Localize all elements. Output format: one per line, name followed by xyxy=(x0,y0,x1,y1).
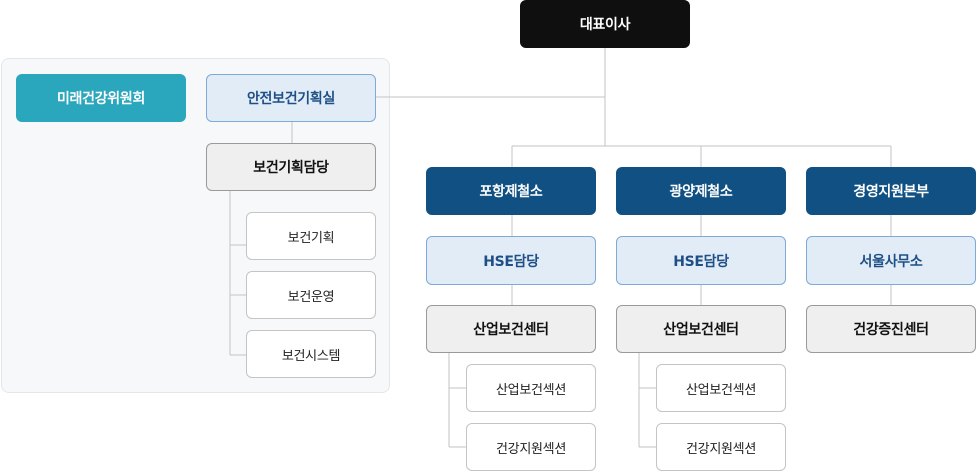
team-box: 보건기획담당 xyxy=(206,143,376,191)
center-box-health: 건강증진센터 xyxy=(806,305,976,353)
hse-box-gwangyang: HSE담당 xyxy=(616,236,786,285)
branch-box-management: 경영지원본부 xyxy=(806,167,976,215)
center-box-pohang: 산업보건센터 xyxy=(426,305,596,353)
section-box-gwangyang-2: 건강지원섹션 xyxy=(656,423,786,471)
branch-box-pohang: 포항제철소 xyxy=(426,167,596,215)
subunit-box-2: 보건운영 xyxy=(246,271,376,319)
section-box-pohang-1: 산업보건섹션 xyxy=(466,364,596,412)
section-box-gwangyang-1: 산업보건섹션 xyxy=(656,364,786,412)
hse-box-pohang: HSE담당 xyxy=(426,236,596,285)
office-box: 안전보건기획실 xyxy=(206,74,376,122)
branch-box-gwangyang: 광양제철소 xyxy=(616,167,786,215)
office-box-seoul: 서울사무소 xyxy=(806,236,976,285)
center-box-gwangyang: 산업보건센터 xyxy=(616,305,786,353)
ceo-box: 대표이사 xyxy=(520,0,690,48)
committee-box: 미래건강위원회 xyxy=(16,74,186,122)
section-box-pohang-2: 건강지원섹션 xyxy=(466,423,596,471)
subunit-box-1: 보건기획 xyxy=(246,212,376,260)
subunit-box-3: 보건시스템 xyxy=(246,330,376,378)
